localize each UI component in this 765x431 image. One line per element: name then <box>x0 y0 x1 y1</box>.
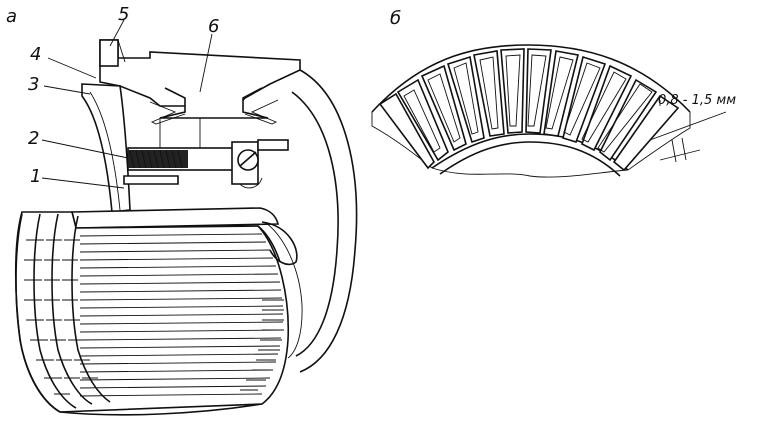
leader-lines <box>41 19 213 189</box>
bore-slots <box>240 299 284 391</box>
core-laminations <box>79 233 284 397</box>
dimension-marker <box>649 100 727 163</box>
housing-lug <box>99 39 119 67</box>
stator-core <box>14 207 298 416</box>
segment-outline <box>371 44 691 113</box>
view-b-label: б <box>390 8 401 29</box>
callout-6: 6 <box>208 16 219 37</box>
housing-rim <box>299 69 358 373</box>
core-bore <box>257 225 281 263</box>
housing-lug-edge <box>117 39 126 63</box>
pressure-plate-web <box>159 118 201 148</box>
view-a-drawing: а 5 6 4 3 2 1 <box>6 4 358 416</box>
view-b-drawing: б <box>371 8 736 178</box>
housing-rim-front <box>261 219 303 359</box>
callout-3: 3 <box>28 74 39 95</box>
segment-bore <box>431 133 629 171</box>
dovetail-slot <box>149 99 279 125</box>
view-a-label: а <box>6 6 17 27</box>
segment-bore-inner <box>439 141 621 177</box>
dovetail-key <box>159 87 269 119</box>
callout-5: 5 <box>118 4 129 25</box>
core-end-packets <box>15 213 111 413</box>
dimension-label: 0,8 - 1,5 мм <box>658 93 736 108</box>
pressure-plate <box>123 175 179 185</box>
callout-4: 4 <box>30 44 41 65</box>
core-bore-edge <box>261 221 298 266</box>
callout-2: 2 <box>28 128 39 149</box>
slot-liners <box>403 54 653 153</box>
housing-rib <box>81 83 131 213</box>
housing-rim-inner <box>291 91 339 357</box>
housing-rib-line <box>89 91 121 211</box>
clamping-bolt <box>127 139 289 189</box>
callout-1: 1 <box>30 166 41 187</box>
